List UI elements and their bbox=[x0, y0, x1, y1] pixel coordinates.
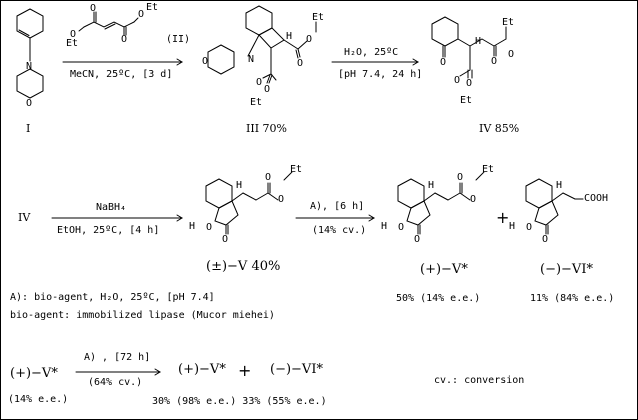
atom-O-I: O bbox=[26, 98, 33, 109]
atom-Et-V-plus: Et bbox=[482, 164, 495, 175]
atom-O-V-racemic-b: O bbox=[278, 194, 285, 205]
arrow-4 bbox=[295, 214, 375, 222]
atom-H-IV: H bbox=[475, 36, 482, 47]
note-agent-b: bio-agent: immobilized lipase (Mucor mie… bbox=[10, 310, 275, 321]
arrow-3 bbox=[51, 214, 183, 222]
arrow-1 bbox=[62, 58, 183, 66]
yield-V-plus: 50% (14% e.e.) bbox=[396, 293, 481, 304]
reaction5-start-ee: (14% e.e.) bbox=[8, 394, 69, 405]
atom-Et-III-a: Et bbox=[312, 12, 325, 23]
atom-O-III-b: O bbox=[297, 58, 304, 69]
atom-O-II-d: O bbox=[121, 34, 128, 45]
atom-O-III-c: O bbox=[264, 84, 271, 95]
atom-O-IV-c: O bbox=[466, 78, 473, 89]
reaction5-yields: 30% (98% e.e.) 33% (55% e.e.) bbox=[152, 396, 327, 407]
atom-Et-V-racemic: Et bbox=[290, 164, 303, 175]
reaction4-conditions: (14% cv.) bbox=[312, 225, 367, 236]
atom-O-II-b: O bbox=[138, 9, 145, 20]
atom-O-V-plus-ring: O bbox=[398, 222, 405, 233]
atom-Et-II-a: Et bbox=[66, 38, 79, 49]
atom-O-V-plus-b: O bbox=[470, 194, 477, 205]
compound-label-V-racemic: (±)−V 40% bbox=[206, 259, 281, 274]
reaction1-conditions: MeCN, 25ºC, [3 d] bbox=[70, 69, 173, 80]
atom-O-IV-b: O bbox=[491, 56, 498, 67]
reaction5-conditions: (64% cv.) bbox=[88, 377, 143, 388]
reagent-II-label: (II) bbox=[166, 34, 191, 45]
atom-O-V-racemic-ring: O bbox=[206, 222, 213, 233]
reaction5-start: (+)−V* bbox=[10, 366, 58, 381]
structure-VI-minus bbox=[525, 178, 584, 235]
compound-label-III: III 70% bbox=[246, 122, 287, 135]
yield-VI-minus: 11% (84% e.e.) bbox=[530, 293, 615, 304]
atom-Et-IV-a: Et bbox=[502, 17, 515, 28]
atom-O-V-plus-co: O bbox=[414, 234, 421, 245]
atom-H-V-plus-b: H bbox=[428, 180, 435, 191]
atom-N-III: N bbox=[248, 54, 255, 65]
atom-COOH-VI: COOH bbox=[584, 193, 609, 204]
atom-H-V-racemic-b: H bbox=[236, 180, 243, 191]
atom-H-V-racemic: H bbox=[189, 221, 196, 232]
atom-H-VI-b: H bbox=[556, 180, 563, 191]
reaction5-product1: (+)−V* bbox=[178, 362, 226, 377]
reaction3-conditions: EtOH, 25ºC, [4 h] bbox=[57, 225, 160, 236]
atom-O-IV-ketone: O bbox=[440, 57, 447, 68]
compound-label-V-plus: (+)−V* bbox=[420, 262, 468, 277]
structure-V-plus bbox=[397, 171, 485, 235]
structure-III bbox=[207, 5, 317, 84]
structure-V-racemic bbox=[205, 171, 293, 235]
atom-O-V-racemic-co: O bbox=[222, 234, 229, 245]
atom-O-IV-d: O bbox=[454, 75, 461, 86]
note-conversion: cv.: conversion bbox=[434, 375, 525, 386]
arrow-5 bbox=[75, 368, 161, 376]
compound-label-VI-minus: (−)−VI* bbox=[540, 262, 593, 277]
plus-sign-1: + bbox=[496, 208, 510, 227]
atom-N-I: N bbox=[26, 61, 33, 72]
atom-O-V-racemic-a: O bbox=[265, 172, 272, 183]
atom-H-III: H bbox=[286, 31, 293, 42]
structure-I bbox=[16, 8, 44, 99]
reaction2-conditions: [pH 7.4, 24 h] bbox=[338, 69, 423, 80]
atom-O-VI-co: O bbox=[542, 234, 549, 245]
structure-II bbox=[78, 11, 139, 36]
arrow-2 bbox=[331, 58, 419, 66]
atom-O-V-plus-a: O bbox=[457, 172, 464, 183]
atom-O-II-a: O bbox=[70, 29, 77, 40]
atom-O-III-ring: O bbox=[202, 56, 209, 67]
plus-sign-2: + bbox=[238, 361, 252, 380]
structure-IV bbox=[431, 16, 507, 79]
reaction5-product2: (−)−VI* bbox=[270, 362, 323, 377]
reaction4-reagent: A), [6 h] bbox=[310, 201, 365, 212]
compound-label-IV-start: IV bbox=[18, 211, 31, 224]
atom-O-II-c: O bbox=[90, 3, 97, 14]
note-agent-a: A): bio-agent, H₂O, 25ºC, [pH 7.4] bbox=[10, 292, 215, 303]
atom-Et-III-b: Et bbox=[250, 97, 263, 108]
atom-H-V-plus: H bbox=[381, 221, 388, 232]
atom-Et-IV-b: Et bbox=[460, 95, 473, 106]
atom-O-III-a: O bbox=[306, 34, 313, 45]
atom-O-IV-a: O bbox=[508, 49, 515, 60]
reaction2-reagent: H₂O, 25ºC bbox=[344, 47, 399, 58]
reaction3-reagent: NaBH₄ bbox=[96, 202, 127, 213]
atom-O-III-d: O bbox=[256, 77, 263, 88]
atom-O-VI-ring: O bbox=[526, 222, 533, 233]
compound-label-IV: IV 85% bbox=[479, 122, 520, 135]
atom-Et-II-b: Et bbox=[146, 2, 159, 13]
compound-label-I: I bbox=[26, 122, 31, 135]
reaction5-reagent: A) , [72 h] bbox=[84, 352, 151, 363]
atom-H-VI: H bbox=[509, 221, 516, 232]
